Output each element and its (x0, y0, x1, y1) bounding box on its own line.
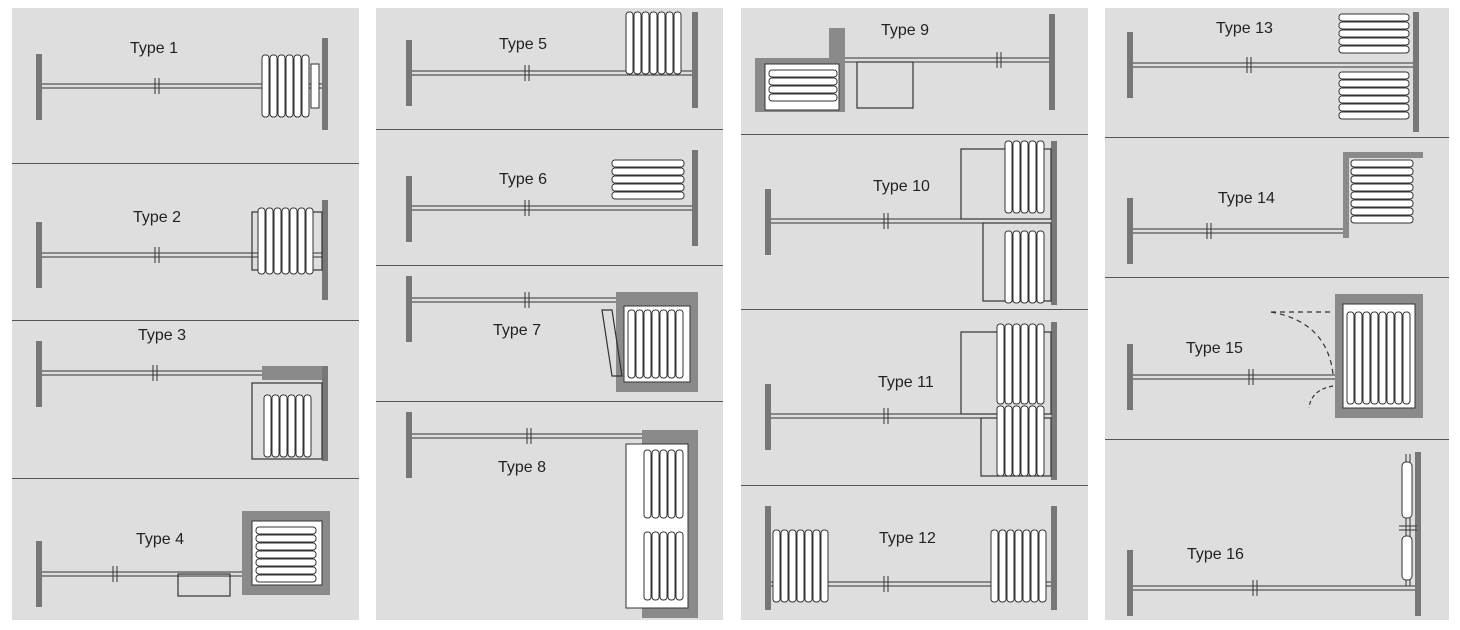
type-13-radiator-bottom (1338, 71, 1410, 120)
panel-type-3: Type 3 (12, 321, 359, 479)
type-7-diagram (406, 276, 698, 392)
type-2-radiator (257, 207, 314, 275)
type-6-radiator (611, 159, 685, 200)
type-9-diagram (755, 14, 1055, 112)
type-10-radiator-top (1004, 140, 1045, 214)
type-8-radiator-bottom (643, 531, 684, 601)
type-1-label: Type 1 (130, 40, 179, 57)
type-7-label: Type 7 (493, 322, 542, 339)
panel-type-8: Type 8 (376, 402, 723, 620)
type-10-diagram (765, 140, 1057, 305)
panel-type-1: Type 1 (12, 8, 359, 164)
type-3-diagram (36, 341, 328, 461)
type-12-label: Type 12 (879, 530, 936, 547)
type-3-radiator (263, 394, 312, 458)
type-8-label: Type 8 (498, 459, 547, 476)
type-15-label: Type 15 (1186, 340, 1243, 357)
type-14-diagram (1127, 152, 1423, 264)
panel-type-10: Type 10 (741, 135, 1088, 310)
type-9-label: Type 9 (881, 22, 930, 39)
type-5-label: Type 5 (499, 36, 548, 53)
type-10-radiator-bottom (1004, 230, 1045, 304)
type-1-diagram (36, 38, 328, 130)
type-4-label: Type 4 (136, 531, 185, 548)
type-8-diagram (406, 412, 698, 618)
panel-type-2: Type 2 (12, 164, 359, 321)
panel-type-13: Type 13 (1105, 8, 1449, 138)
type-13-diagram (1127, 12, 1419, 132)
type-11-label: Type 11 (878, 374, 934, 391)
panel-type-4: Type 4 (12, 479, 359, 620)
type-3-label: Type 3 (138, 327, 187, 344)
column-3: Type 9 Type 10 (741, 8, 1088, 620)
type-11-radiator-top (996, 323, 1045, 405)
type-5-diagram (406, 11, 698, 108)
type-16-diagram (1127, 452, 1421, 616)
type-11-diagram (765, 322, 1057, 480)
panel-type-16: Type 16 (1105, 440, 1449, 620)
panel-type-11: Type 11 (741, 310, 1088, 486)
type-1-radiator (261, 54, 320, 118)
type-14-radiator (1350, 159, 1414, 224)
type-10-label: Type 10 (873, 178, 930, 195)
type-16-radiator (1401, 461, 1413, 581)
type-8-radiator-top (643, 449, 684, 519)
type-4-diagram (36, 511, 330, 607)
type-11-radiator-bottom (996, 405, 1045, 477)
type-15-diagram (1127, 294, 1423, 418)
type-2-diagram (36, 200, 328, 300)
type-14-label: Type 14 (1218, 190, 1275, 207)
panel-type-6: Type 6 (376, 130, 723, 266)
type-7-radiator (627, 309, 684, 379)
panel-type-7: Type 7 (376, 266, 723, 402)
panel-type-9: Type 9 (741, 8, 1088, 135)
type-6-label: Type 6 (499, 171, 548, 188)
type-13-label: Type 13 (1216, 20, 1273, 37)
type-12-radiator-left (772, 529, 829, 603)
column-2: Type 5 Type 6 (376, 8, 723, 620)
type-15-radiator (1346, 311, 1411, 405)
type-12-diagram (765, 506, 1057, 610)
type-9-radiator (768, 69, 838, 102)
panel-type-15: Type 15 (1105, 278, 1449, 440)
column-1: Type 1 Type 2 (12, 8, 359, 620)
panel-type-5: Type 5 (376, 8, 723, 130)
type-6-diagram (406, 150, 698, 246)
type-2-label: Type 2 (133, 209, 182, 226)
type-4-radiator (255, 526, 317, 583)
panel-type-12: Type 12 (741, 486, 1088, 620)
type-13-radiator-top (1338, 13, 1410, 54)
panel-type-14: Type 14 (1105, 138, 1449, 278)
column-4: Type 13 Type 14 (1105, 8, 1449, 620)
type-16-label: Type 16 (1187, 546, 1244, 563)
type-5-radiator (625, 11, 682, 75)
type-12-radiator-right (990, 529, 1047, 603)
